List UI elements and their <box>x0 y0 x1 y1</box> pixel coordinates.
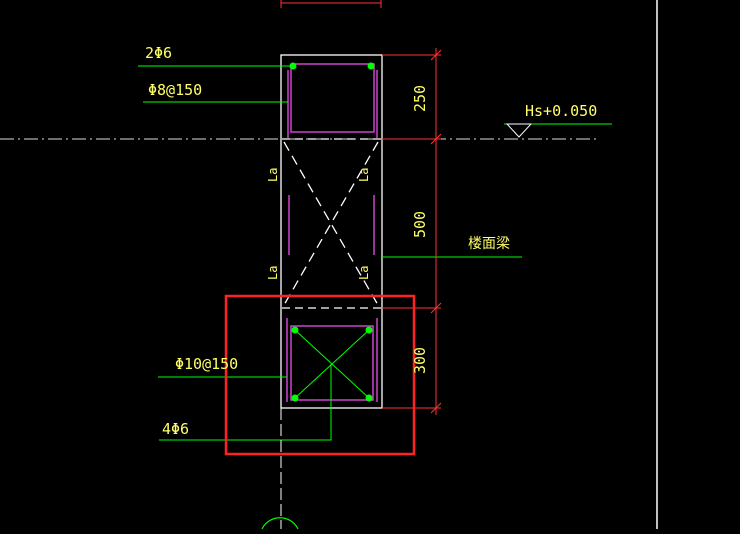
dim-middle: 500 <box>411 211 429 238</box>
top-rebar-dot-right <box>367 62 375 70</box>
bottom-rebar-label: 4Φ6 <box>162 420 189 438</box>
top-rebar-label: 2Φ6 <box>145 44 172 62</box>
axis-bubble <box>261 517 299 530</box>
column-outline <box>280 54 383 409</box>
floor-beam-label: 楼面梁 <box>468 236 510 252</box>
leader-lines <box>138 65 612 441</box>
bottom-stirrup-label: Φ10@150 <box>175 355 238 373</box>
lower-tie-cross <box>294 329 370 399</box>
highlight-box <box>224 294 416 456</box>
la-label-2: La <box>357 168 371 182</box>
elevation-label: Hs+0.050 <box>525 102 597 120</box>
elevation-marker-icon <box>505 123 533 138</box>
top-dimension <box>280 0 382 8</box>
top-stirrup-label: Φ8@150 <box>148 81 202 99</box>
rebar-dots <box>289 62 375 402</box>
rebar-lines <box>286 63 378 402</box>
right-dimension-chain <box>382 48 442 415</box>
dim-lower: 300 <box>411 347 429 374</box>
dim-upper: 250 <box>411 85 429 112</box>
la-label-3: La <box>266 266 280 280</box>
la-label-4: La <box>357 266 371 280</box>
la-label-1: La <box>266 168 280 182</box>
